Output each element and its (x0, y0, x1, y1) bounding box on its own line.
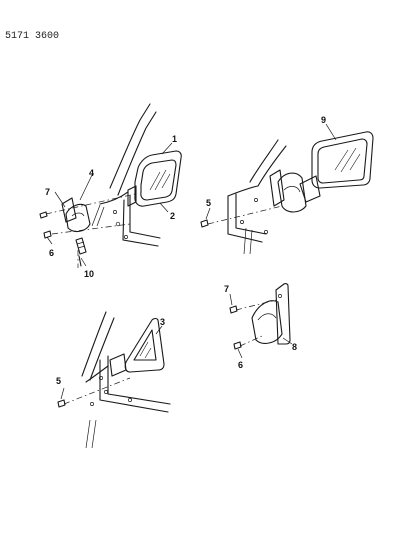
callout-5-upper: 5 (206, 198, 211, 208)
callout-1: 1 (172, 134, 177, 144)
view-upper-right (200, 123, 374, 255)
callout-9: 9 (321, 115, 326, 125)
view-lower-left (57, 311, 171, 449)
document-number: 5171 3600 (5, 31, 59, 42)
callout-7: 7 (45, 187, 50, 197)
callout-5-lower: 5 (56, 376, 61, 386)
callout-8: 8 (292, 342, 297, 352)
callout-6-lower: 6 (238, 360, 243, 370)
callout-2: 2 (170, 211, 175, 221)
callout-3: 3 (160, 317, 165, 327)
callout-10: 10 (84, 269, 94, 279)
view-lower-right (229, 283, 293, 359)
callout-6: 6 (49, 248, 54, 258)
view-upper-left (39, 103, 182, 268)
callout-4: 4 (89, 168, 94, 178)
callout-7-lower: 7 (224, 284, 229, 294)
